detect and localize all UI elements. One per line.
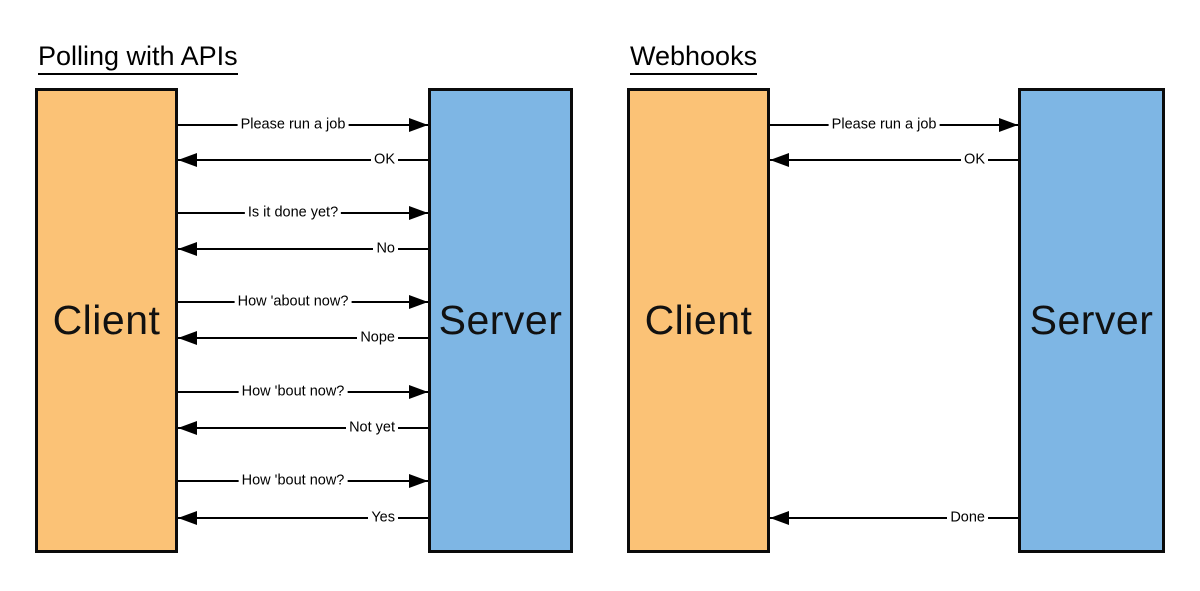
- arrowhead-left-icon: [770, 511, 789, 525]
- webhooks-server-box: Server: [1018, 88, 1165, 553]
- webhooks-client-box: Client: [627, 88, 770, 553]
- message-arrow: Yes: [178, 509, 428, 527]
- panel-title-polling-text: Polling with APIs: [38, 41, 238, 75]
- message-arrow: Not yet: [178, 419, 428, 437]
- message-label: OK: [961, 151, 988, 169]
- arrowhead-left-icon: [178, 331, 197, 345]
- message-label: No: [373, 240, 398, 258]
- panel-title-webhooks-text: Webhooks: [630, 41, 758, 75]
- panel-title-webhooks: Webhooks: [630, 41, 758, 75]
- polling-server-box: Server: [428, 88, 573, 553]
- message-label: Is it done yet?: [244, 204, 342, 222]
- message-label: How 'bout now?: [238, 383, 348, 401]
- message-arrow: Please run a job: [178, 116, 428, 134]
- message-label: Yes: [368, 509, 398, 527]
- arrowhead-left-icon: [178, 242, 197, 256]
- message-arrow: Is it done yet?: [178, 204, 428, 222]
- arrowhead-left-icon: [770, 153, 789, 167]
- panel-title-polling: Polling with APIs: [38, 41, 238, 75]
- message-arrow: How 'about now?: [178, 293, 428, 311]
- webhooks-server-label: Server: [1029, 297, 1154, 343]
- message-label: How 'about now?: [234, 293, 352, 311]
- arrowhead-right-icon: [999, 118, 1018, 132]
- polling-server-label: Server: [438, 297, 563, 343]
- arrowhead-left-icon: [178, 511, 197, 525]
- arrowhead-right-icon: [409, 474, 428, 488]
- message-arrow: OK: [770, 151, 1018, 169]
- arrowhead-right-icon: [409, 118, 428, 132]
- arrowhead-left-icon: [178, 421, 197, 435]
- message-arrow: Nope: [178, 329, 428, 347]
- arrowhead-left-icon: [178, 153, 197, 167]
- message-arrow: How 'bout now?: [178, 472, 428, 490]
- message-label: OK: [371, 151, 398, 169]
- webhooks-client-label: Client: [644, 297, 753, 343]
- polling-client-box: Client: [35, 88, 178, 553]
- message-arrow: No: [178, 240, 428, 258]
- message-label: Please run a job: [828, 116, 940, 134]
- message-arrow: OK: [178, 151, 428, 169]
- message-label: Done: [947, 509, 988, 527]
- message-label: Not yet: [346, 419, 398, 437]
- arrowhead-right-icon: [409, 206, 428, 220]
- message-arrow: Please run a job: [770, 116, 1018, 134]
- message-arrow: How 'bout now?: [178, 383, 428, 401]
- arrowhead-right-icon: [409, 295, 428, 309]
- message-arrow: Done: [770, 509, 1018, 527]
- message-label: How 'bout now?: [238, 472, 348, 490]
- polling-client-label: Client: [52, 297, 161, 343]
- message-label: Please run a job: [237, 116, 349, 134]
- message-label: Nope: [357, 329, 398, 347]
- arrowhead-right-icon: [409, 385, 428, 399]
